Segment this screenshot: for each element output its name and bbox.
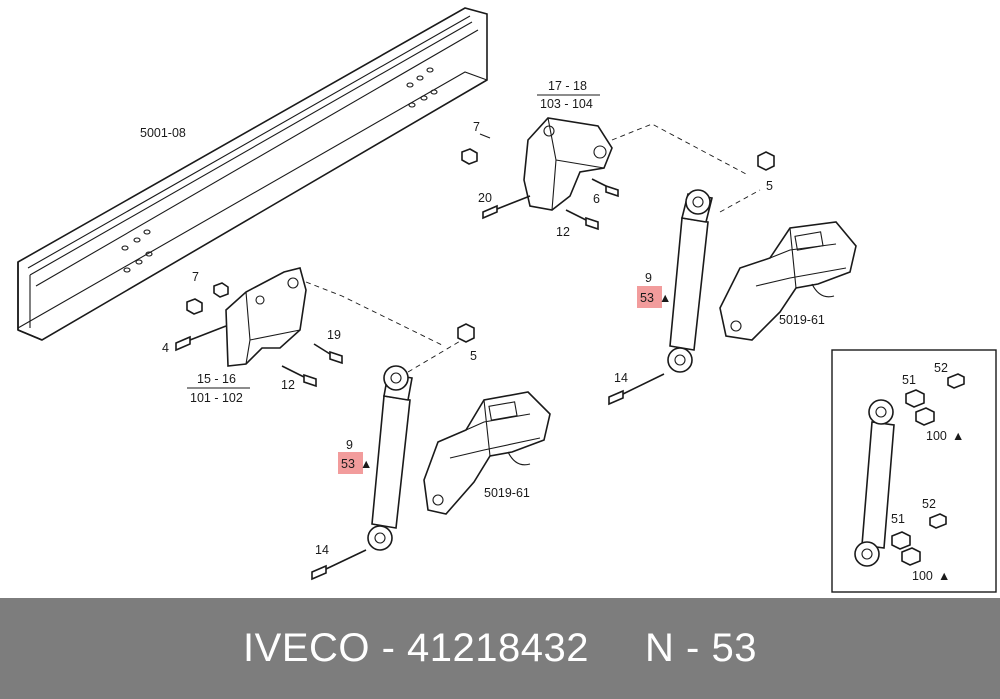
right-shock-part-5: 5 [766,179,773,193]
right-shock-absorber [669,217,709,351]
lower-nut-icon [186,298,203,315]
inset-detail-box: 51 52 100 ▲ 52 51 100 ▲ [831,349,997,593]
lower-bracket-assembly: 15 - 16 101 - 102 7 4 19 12 [162,267,343,405]
inset-bottom-sleeve-icon [929,513,947,529]
footer-bar: IVECO - 41218432 N - 53 [0,598,1000,699]
left-shock-highlight-box [338,452,363,474]
lower-part-19: 19 [327,328,341,342]
inset-top-part-51: 51 [902,373,916,387]
inset-bottom-bush2-icon [901,547,921,566]
right-shock-bolt-icon [608,389,624,406]
inset-top-part-52: 52 [934,361,948,375]
inset-top-sleeve-icon [947,373,965,389]
left-shock-bolt-icon [311,564,327,581]
left-shock-part-14: 14 [315,543,329,557]
right-leaf-spring [719,221,857,341]
lower-part-4: 4 [162,341,169,355]
inset-top-marker: ▲ [952,429,964,443]
upper-bracket-ref-bottom: 103 - 104 [540,97,593,111]
lower-bracket [225,267,307,367]
left-leaf-spring [423,391,551,515]
right-shock-part-14: 14 [614,371,628,385]
inset-bottom-part-52: 52 [922,497,936,511]
lower-bolt-12-icon [303,373,317,388]
upper-nut-icon [461,148,478,165]
upper-bolt-6-icon [605,184,619,198]
right-shock-highlight-box [637,286,662,308]
lower-bolt-4-icon [175,335,191,352]
right-shock-assembly: 5 14 9 53 ▲ 5019-61 [608,123,857,406]
right-shock-part-9: 9 [645,271,652,285]
upper-bracket-ref-top: 17 - 18 [548,79,587,93]
right-shock-marker: ▲ [659,291,671,305]
right-shock-part-53: 53 [640,291,654,305]
lower-part-7: 7 [192,270,199,284]
upper-bolt-20-icon [482,204,498,220]
inset-bottom-bush-icon [891,531,911,550]
left-shock-part-53: 53 [341,457,355,471]
left-shock-assembly: 5 14 9 53 ▲ 5019-61 [305,281,551,581]
lower-bracket-ref-top: 15 - 16 [197,372,236,386]
left-shock-nut-icon [457,323,475,343]
inset-top-part-100: 100 [926,429,947,443]
lower-bolt-19-icon [329,350,343,365]
exploded-parts-diagram: 5001-08 17 - 18 103 - 104 7 20 6 12 15 -… [17,7,997,593]
upper-part-12: 12 [556,225,570,239]
left-spring-ref: 5019-61 [484,486,530,500]
inset-bottom-marker: ▲ [938,569,950,583]
footer-page-ref: N - 53 [645,626,757,670]
inset-top-bush2-icon [915,407,935,426]
inset-bottom-part-51: 51 [891,512,905,526]
left-shock-part-5: 5 [470,349,477,363]
lower-washer-icon [213,282,229,298]
upper-part-6: 6 [593,192,600,206]
left-shock-part-9: 9 [346,438,353,452]
lower-part-12: 12 [281,378,295,392]
lower-bracket-ref-bottom: 101 - 102 [190,391,243,405]
left-shock-marker: ▲ [360,457,372,471]
frame-label: 5001-08 [140,126,186,140]
footer-brand-code: IVECO - 41218432 [243,626,590,670]
chassis-frame-rail [17,7,488,341]
inset-shock-absorber [861,421,895,549]
right-spring-ref: 5019-61 [779,313,825,327]
upper-part-20: 20 [478,191,492,205]
upper-part-7: 7 [473,120,480,134]
upper-bolt-12-icon [585,216,599,231]
upper-bracket-assembly: 17 - 18 103 - 104 7 20 6 12 [461,79,619,239]
inset-bottom-part-100: 100 [912,569,933,583]
left-shock-absorber [371,395,411,529]
inset-top-bush-icon [905,389,925,408]
right-shock-nut-icon [757,151,775,171]
